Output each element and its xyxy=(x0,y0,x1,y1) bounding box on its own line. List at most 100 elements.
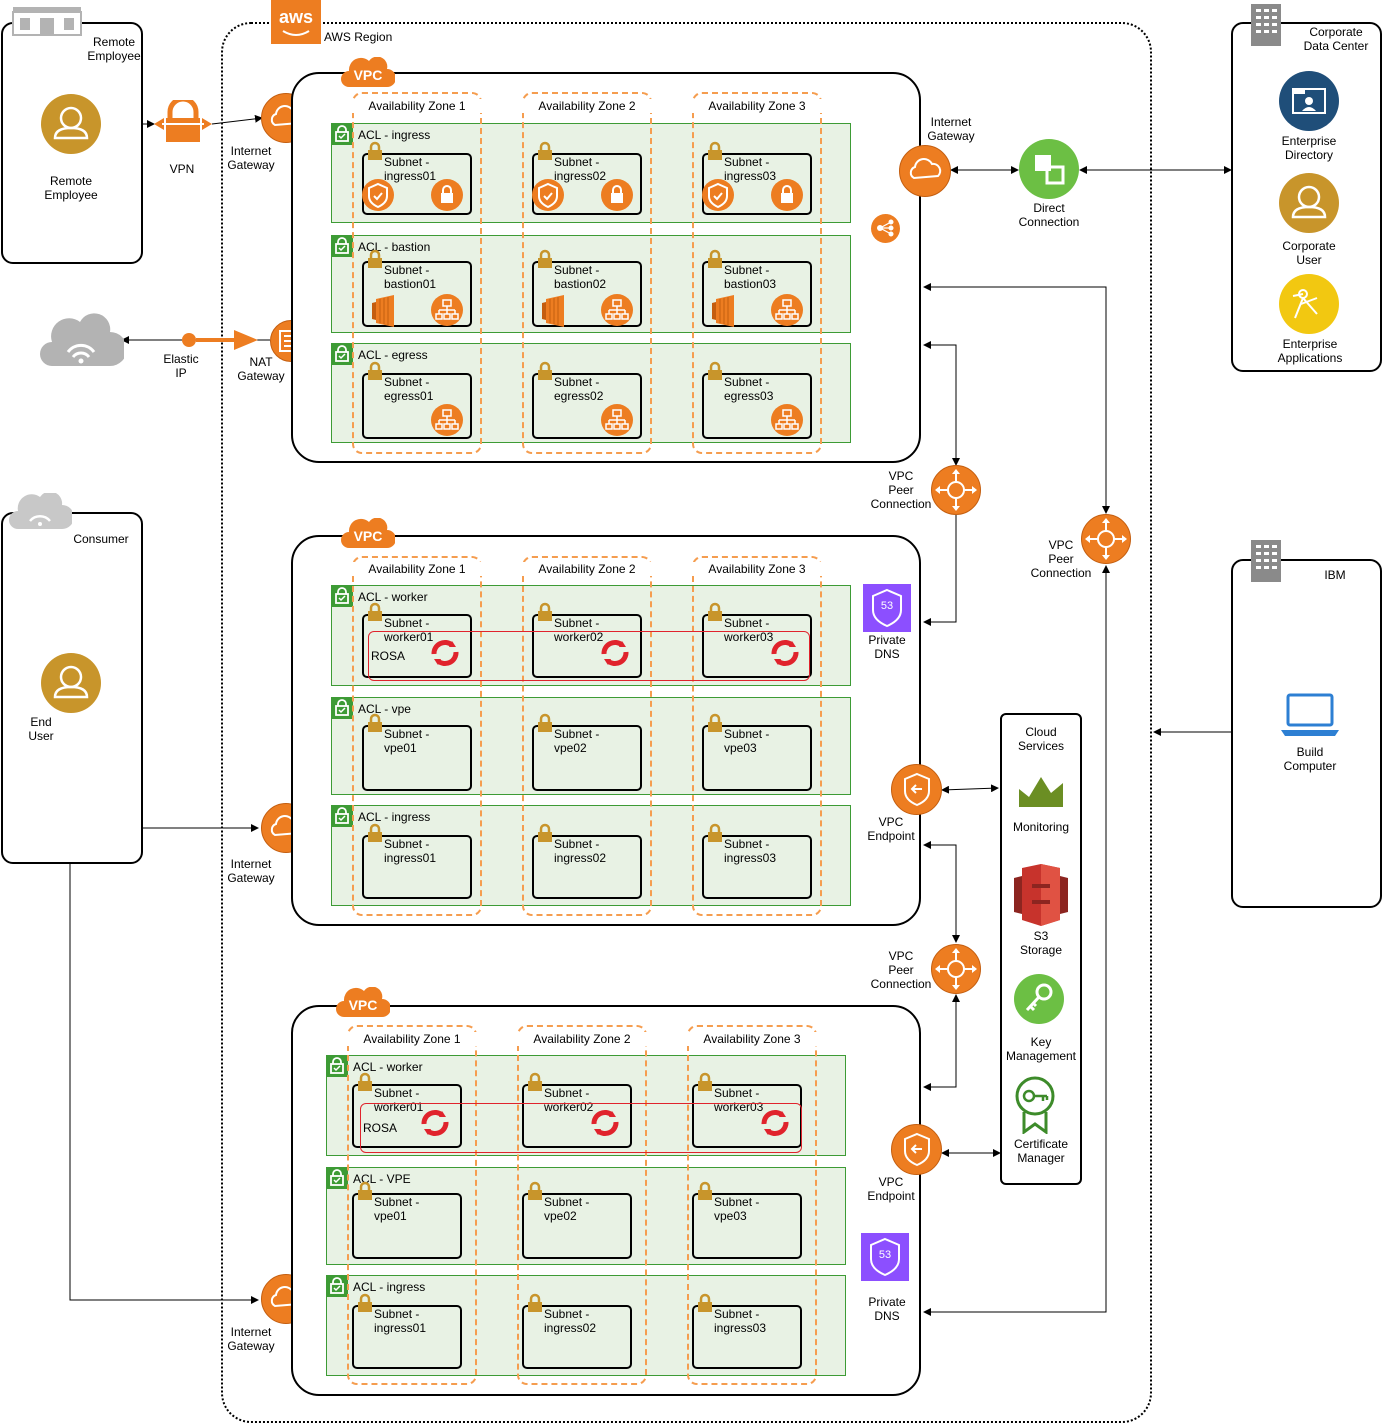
vpc1-subnet-3-3-lock-icon xyxy=(706,361,724,381)
vpc2-subnet-2-3[interactable] xyxy=(702,725,812,791)
vpc3-rosa-label: ROSA xyxy=(363,1121,398,1135)
remote-employee-label: Remote Employee xyxy=(44,174,98,202)
vpc1-firewall-lock-icon-1[interactable] xyxy=(431,179,463,211)
vpc1-acl-1-shield-icon xyxy=(331,123,353,145)
vpc-peer-connection-1-icon[interactable] xyxy=(931,465,981,515)
vpc2-badge: VPC xyxy=(341,518,395,550)
vpc2-subnet-1-1-label: Subnet - worker01 xyxy=(384,616,434,644)
vpc3-badge-text: VPC xyxy=(348,997,378,1013)
vpc1-badge-text: VPC xyxy=(353,67,383,83)
vpc2-openshift-icon-1[interactable] xyxy=(426,634,464,672)
internet-gateway-2-label: Internet Gateway xyxy=(227,857,275,885)
vpc1-ec2-bastion-icon-1[interactable] xyxy=(372,295,398,327)
vpc1-subnet-1-3-lock-icon xyxy=(706,141,724,161)
vpc2-acl-2-shield-icon xyxy=(331,697,353,719)
vpc3-openshift-icon-3[interactable] xyxy=(756,1104,794,1142)
vpc2-subnet-1-1-lock-icon xyxy=(366,602,384,622)
vpc1-bastion-load-balancer-icon-3[interactable] xyxy=(771,294,803,326)
remote-employee-user-icon[interactable] xyxy=(41,94,101,154)
vpc3-subnet-2-1-label: Subnet - vpe01 xyxy=(374,1195,420,1223)
certificate-manager-icon[interactable] xyxy=(1014,1076,1064,1134)
build-computer-laptop-icon[interactable] xyxy=(1280,692,1340,738)
vpc-peer-connection-2-icon[interactable] xyxy=(1081,514,1131,564)
vpc3-subnet-2-3[interactable] xyxy=(692,1193,802,1259)
vpc1-waf-shield-icon-2[interactable] xyxy=(532,179,564,211)
vpc1-firewall-lock-icon-3[interactable] xyxy=(771,179,803,211)
vpc1-subnet-2-2[interactable] xyxy=(532,261,642,327)
internet-gateway-right-icon[interactable] xyxy=(899,145,951,197)
vpc-endpoint-1-icon[interactable] xyxy=(891,764,942,815)
vpc1-egress-load-balancer-icon-2[interactable] xyxy=(601,404,633,436)
key-management-icon[interactable] xyxy=(1014,974,1064,1024)
vpc-peer-connection-3-icon[interactable] xyxy=(931,944,981,994)
direct-connection-icon[interactable] xyxy=(1019,139,1079,199)
vpc1-waf-shield-icon-1[interactable] xyxy=(362,179,394,211)
s3-storage-icon[interactable] xyxy=(1014,864,1068,926)
vpc2-rosa-label: ROSA xyxy=(371,649,406,663)
vpc2-subnet-3-3-label: Subnet - ingress03 xyxy=(724,837,777,865)
vpc1-bastion-load-balancer-icon-1[interactable] xyxy=(431,294,463,326)
vpc2-subnet-2-1[interactable] xyxy=(362,725,472,791)
vpc2-subnet-1-3[interactable] xyxy=(702,614,812,678)
vpc2-subnet-1-1[interactable] xyxy=(362,614,472,678)
vpc2-subnet-3-3[interactable] xyxy=(702,835,812,899)
vpc1-subnet-1-2-label: Subnet - ingress02 xyxy=(554,155,607,183)
vpc1-egress-load-balancer-icon-3[interactable] xyxy=(771,404,803,436)
vpc3-acl-1-label: ACL - worker xyxy=(353,1060,423,1074)
corporate-building-icon xyxy=(1251,4,1281,46)
vpc-endpoint-2-icon[interactable] xyxy=(891,1124,942,1175)
vpc2-subnet-3-2[interactable] xyxy=(532,835,642,899)
vpc3-availability-zone-2 xyxy=(517,1025,647,1385)
vpc2-subnet-1-2[interactable] xyxy=(532,614,642,678)
corporate-user-icon[interactable] xyxy=(1279,173,1339,233)
vpc1-subnet-1-1[interactable] xyxy=(362,153,472,215)
elastic-ip-icon[interactable] xyxy=(180,328,260,352)
private-dns-2-icon[interactable]: 53 xyxy=(861,1233,909,1281)
office-building-icon xyxy=(12,7,82,36)
vpc3-subnet-3-3[interactable] xyxy=(692,1305,802,1369)
vpc1-subnet-2-1[interactable] xyxy=(362,261,472,327)
vpc3-subnet-2-1-lock-icon xyxy=(356,1181,374,1201)
vpc2-subnet-2-2[interactable] xyxy=(532,725,642,791)
vpc1-subnet-3-3[interactable] xyxy=(702,373,812,439)
vpc1-bastion-load-balancer-icon-2[interactable] xyxy=(601,294,633,326)
vpc2-subnet-2-3-label: Subnet - vpe03 xyxy=(724,727,770,755)
vpc3-subnet-3-2[interactable] xyxy=(522,1305,632,1369)
vpn-lock-icon[interactable] xyxy=(152,100,214,144)
enterprise-applications-icon[interactable] xyxy=(1279,274,1339,334)
aws-region-label: AWS Region xyxy=(324,30,393,44)
vpc1-egress-load-balancer-icon-1[interactable] xyxy=(431,404,463,436)
vpc3-openshift-icon-1[interactable] xyxy=(416,1104,454,1142)
vpc1-ec2-bastion-icon-3[interactable] xyxy=(712,295,738,327)
vpc2-openshift-icon-2[interactable] xyxy=(596,634,634,672)
vpc3-subnet-1-2[interactable] xyxy=(522,1084,632,1148)
load-balancer-hub-icon[interactable] xyxy=(871,214,900,243)
monitoring-icon[interactable] xyxy=(1017,773,1065,809)
vpc3-subnet-1-1[interactable] xyxy=(352,1084,462,1148)
vpc3-acl-1 xyxy=(326,1055,846,1156)
vpc1-ec2-bastion-icon-2[interactable] xyxy=(542,295,568,327)
vpc1-waf-shield-icon-3[interactable] xyxy=(702,179,734,211)
vpc3-acl-2-label: ACL - VPE xyxy=(353,1172,411,1186)
private-dns-1-label: Private DNS xyxy=(868,633,906,661)
private-dns-1-icon[interactable]: 53 xyxy=(863,584,911,632)
vpc3-subnet-3-1[interactable] xyxy=(352,1305,462,1369)
vpc1-subnet-3-1[interactable] xyxy=(362,373,472,439)
vpc2-openshift-icon-3[interactable] xyxy=(766,634,804,672)
vpc1-firewall-lock-icon-2[interactable] xyxy=(601,179,633,211)
vpc1-subnet-1-3[interactable] xyxy=(702,153,812,215)
vpc1-subnet-1-2[interactable] xyxy=(532,153,642,215)
vpc2-subnet-3-1-label: Subnet - ingress01 xyxy=(384,837,437,865)
vpc3-subnet-2-1[interactable] xyxy=(352,1193,462,1259)
end-user-icon[interactable] xyxy=(41,653,101,713)
vpc3-subnet-3-3-lock-icon xyxy=(696,1293,714,1313)
vpc3-openshift-icon-2[interactable] xyxy=(586,1104,624,1142)
enterprise-directory-icon[interactable] xyxy=(1279,71,1339,131)
vpc1-availability-zone-3 xyxy=(692,92,822,454)
vpc1-subnet-2-2-label: Subnet - bastion02 xyxy=(554,263,607,291)
vpc1-subnet-2-3[interactable] xyxy=(702,261,812,327)
vpc3-subnet-2-2-lock-icon xyxy=(526,1181,544,1201)
vpc1-subnet-3-2[interactable] xyxy=(532,373,642,439)
vpc2-subnet-3-1[interactable] xyxy=(362,835,472,899)
vpc3-subnet-2-2[interactable] xyxy=(522,1193,632,1259)
